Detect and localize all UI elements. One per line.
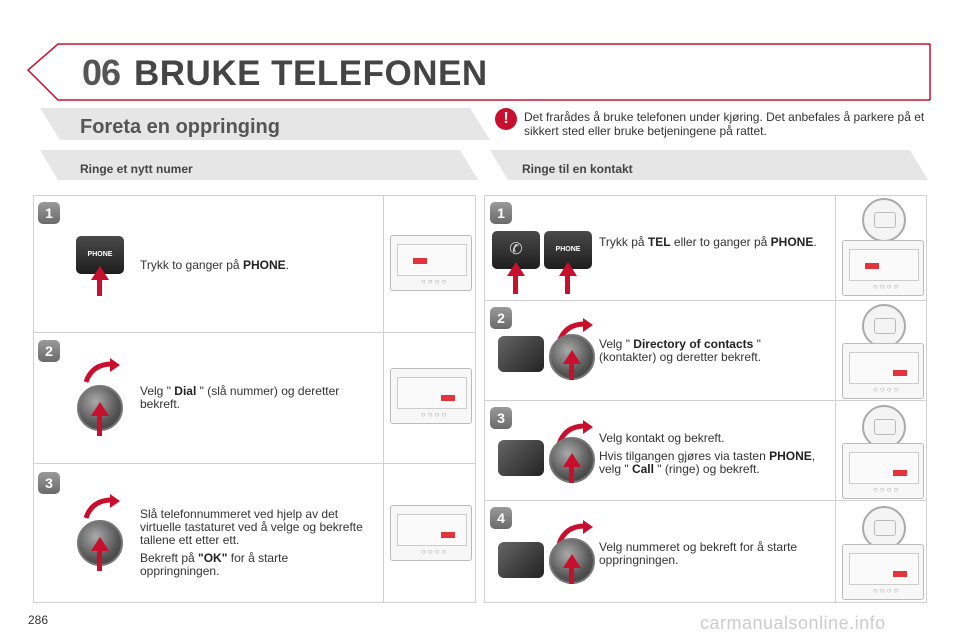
radio-panel-thumbnail: ○○○○ [842,343,924,399]
rotate-arrow-icon [83,358,120,383]
nav-pad-icon [498,440,544,476]
left-step-3-text: Slå telefonnummeret ved hjelp av det vir… [140,507,363,578]
press-arrow-shaft [565,274,570,294]
press-arrow-shaft [513,274,518,294]
press-arrow-icon [563,453,581,467]
press-arrow-icon [563,554,581,568]
step-badge-3: 3 [38,472,60,494]
press-arrow-icon [563,350,581,364]
chapter-number: 06 [82,52,121,93]
rotate-arrow-icon [83,494,120,519]
step-badge-4: 4 [490,507,512,529]
step-badge-1: 1 [38,202,60,224]
press-arrow-icon [91,537,109,551]
right-step-divider-2 [484,400,927,401]
press-arrow-icon [559,262,577,276]
press-arrow-icon [91,402,109,416]
right-panel-divider [835,195,836,603]
press-arrow-shaft [569,465,574,483]
subtitle-bars [40,150,928,180]
steering-wheel-thumbnail [862,304,906,348]
right-step-3-text: Velg kontakt og bekreft. Hvis tilgangen … [599,431,816,476]
press-arrow-shaft [569,362,574,380]
radio-panel-thumbnail: ○○○○ [390,235,472,291]
press-arrow-shaft [97,549,102,571]
step-badge-1: 1 [490,202,512,224]
left-step-2-text: Velg " Dial " (slå nummer) og deretter b… [140,384,340,411]
header-frame [26,43,931,101]
right-step-2-text: Velg " Directory of contacts " (kontakte… [599,337,762,364]
section-title: Foreta en oppringing [80,116,280,138]
step-badge-3: 3 [490,407,512,429]
watermark: carmanualsonline.info [700,613,886,633]
section-bar [40,108,490,140]
press-arrow-shaft [97,278,102,296]
left-panel-divider [383,195,384,603]
steering-wheel-thumbnail [862,405,906,449]
page-number: 286 [28,613,49,627]
right-step-4-text: Velg nummeret og bekreft for å starte op… [599,540,798,567]
nav-pad-icon [498,336,544,372]
right-step-divider-1 [484,300,927,301]
right-step-1-text: Trykk på TEL eller to ganger på PHONE. [599,235,817,249]
warning-icon: ! [495,108,517,130]
radio-panel-thumbnail: ○○○○ [842,443,924,499]
chapter-header: 06 BRUKE TELEFONEN [0,0,960,105]
step-badge-2: 2 [38,340,60,362]
steering-wheel-thumbnail [862,198,906,242]
radio-panel-thumbnail: ○○○○ [842,544,924,600]
left-subtitle: Ringe et nytt numer [80,162,193,176]
press-arrow-shaft [97,414,102,436]
press-arrow-shaft [569,566,574,584]
nav-pad-icon [498,542,544,578]
warning-text: Det frarådes å bruke telefonen under kjø… [524,110,925,138]
right-step-divider-3 [484,500,927,501]
press-arrow-icon [91,266,109,280]
left-step-divider-1 [33,332,476,333]
left-step-divider-2 [33,463,476,464]
radio-panel-thumbnail: ○○○○ [842,240,924,296]
chapter-title: BRUKE TELEFONEN [134,54,488,93]
press-arrow-icon [507,262,525,276]
left-step-1-text: Trykk to ganger på PHONE. [140,258,289,272]
steering-wheel-thumbnail [862,506,906,550]
radio-panel-thumbnail: ○○○○ [390,368,472,424]
radio-panel-thumbnail: ○○○○ [390,505,472,561]
right-subtitle: Ringe til en kontakt [522,162,633,176]
step-badge-2: 2 [490,307,512,329]
